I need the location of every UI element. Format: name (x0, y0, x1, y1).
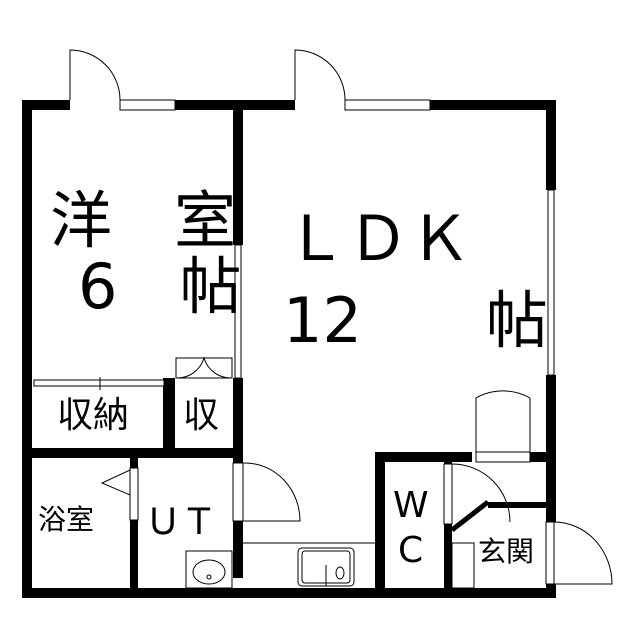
toilet-label-w: W (393, 485, 429, 526)
bathroom-label: 浴室 (38, 503, 95, 536)
storage-small-label: 収 (183, 395, 220, 436)
door-swings (69, 49, 613, 589)
ldk-size: 12 帖 (283, 284, 548, 357)
western-room-size: 6 帖 (78, 250, 242, 323)
utility-label: ＵＴ (145, 502, 218, 543)
ldk-label: ＬＤＫ (285, 202, 472, 275)
entrance-label: 玄関 (478, 535, 535, 568)
western-room-label: 洋 室 (50, 184, 237, 257)
windows-and-doors (33, 99, 555, 585)
toilet-label-c: C (398, 530, 424, 571)
storage-large-label: 収納 (57, 395, 130, 436)
